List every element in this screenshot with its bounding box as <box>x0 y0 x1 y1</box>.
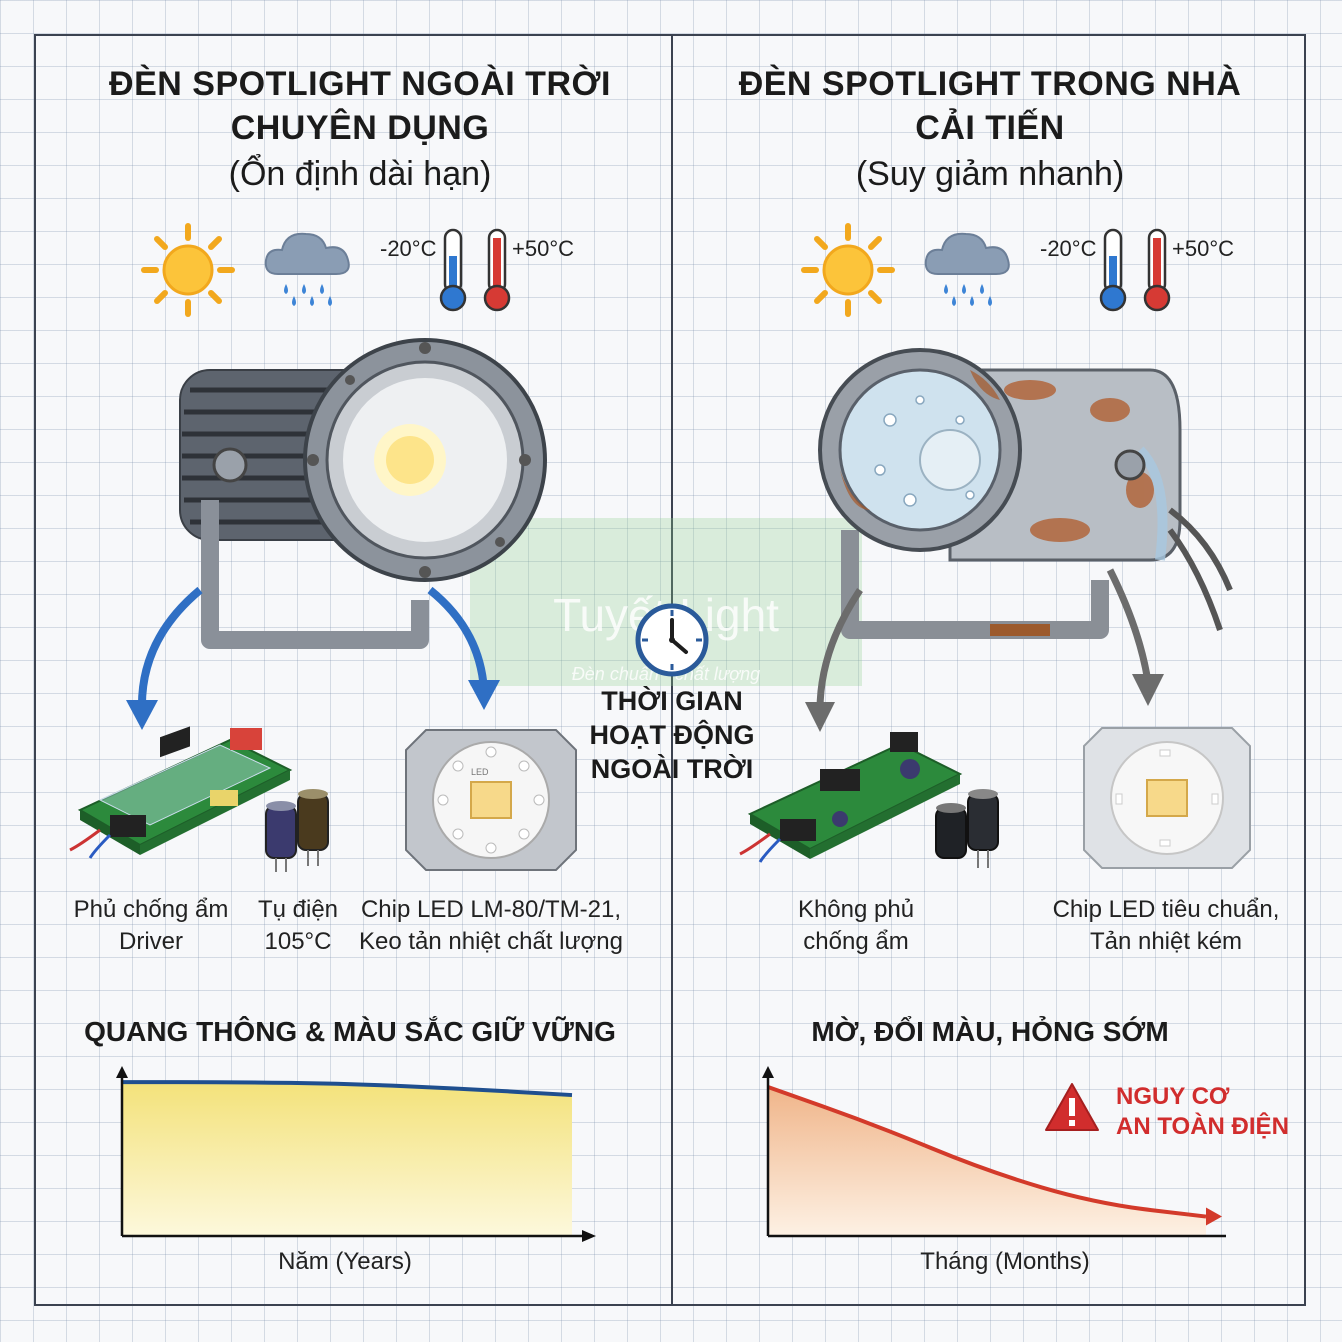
sun-icon <box>801 223 895 317</box>
center-line1: THỜI GIAN <box>601 686 743 716</box>
led-chip-standard <box>1083 727 1251 869</box>
led-chip-quality: LED <box>405 729 577 871</box>
label-capacitor-line1: Tụ điện <box>257 896 339 923</box>
chip-led-mark: LED <box>471 767 489 777</box>
left-title-line2: CHUYÊN DỤNG <box>230 109 490 147</box>
left-subtitle: (Ổn định dài hạn) <box>228 155 492 193</box>
left-title-line1: ĐÈN SPOTLIGHT NGOÀI TRỜI <box>109 65 611 103</box>
degradation-chart <box>762 1066 1226 1238</box>
center-line2: HOẠT ĐỘNG <box>589 720 755 750</box>
left-x-axis-label: Năm (Years) <box>278 1248 412 1275</box>
thermometer-cold-icon <box>1099 228 1127 312</box>
right-subtitle: (Suy giảm nhanh) <box>855 155 1125 193</box>
arrow-to-driver <box>126 586 203 730</box>
indoor-spotlight-illustration <box>818 348 1233 639</box>
left-chart-title: QUANG THÔNG & MÀU SẮC GIỮ VỮNG <box>84 1016 616 1047</box>
right-temp-high: +50°C <box>1172 236 1235 261</box>
luminous-stable-chart <box>116 1066 596 1242</box>
label-chip-line1: Chip LED LM-80/TM-21, <box>360 896 622 923</box>
rain-cloud-icon <box>264 232 350 306</box>
label-driver-line2: Driver <box>119 928 183 955</box>
label-driver-line1: Phủ chống ẩm <box>73 896 229 923</box>
arrow-to-chip-gray <box>1106 568 1164 706</box>
driver-board-uncoated <box>739 732 963 863</box>
thermometer-hot-icon <box>483 228 511 312</box>
arrow-to-driver-gray <box>805 588 863 732</box>
sun-icon <box>141 223 235 317</box>
outdoor-spotlight-illustration <box>179 338 547 649</box>
label-standard-chip-line2: Tản nhiệt kém <box>1089 928 1243 955</box>
left-temp-high: +50°C <box>512 236 575 261</box>
label-capacitor-line2: 105°C <box>264 928 332 955</box>
warning-line2: AN TOÀN ĐIỆN <box>1116 1113 1289 1140</box>
rain-cloud-icon <box>924 232 1010 306</box>
right-temp-low: -20°C <box>1040 236 1097 261</box>
stable-line <box>122 1080 573 1098</box>
label-standard-chip-line1: Chip LED tiêu chuẩn, <box>1052 896 1280 923</box>
thermometer-cold-icon <box>439 228 467 312</box>
driver-board-coated <box>69 726 293 859</box>
comparison-frame <box>34 34 1306 1306</box>
stable-area <box>122 1082 572 1236</box>
decay-arrowhead <box>1206 1207 1222 1226</box>
label-no-coating-line1: Không phủ <box>797 896 915 923</box>
decay-area <box>768 1086 1206 1236</box>
right-x-axis-label: Tháng (Months) <box>920 1248 1090 1275</box>
right-chart-title: MỜ, ĐỔI MÀU, HỎNG SỚM <box>811 1016 1169 1047</box>
warning-icon <box>1045 1083 1099 1131</box>
arrow-to-chip <box>427 586 500 710</box>
clock-icon <box>635 603 709 677</box>
warning-line1: NGUY CƠ <box>1116 1083 1230 1110</box>
right-title-line1: ĐÈN SPOTLIGHT TRONG NHÀ <box>738 65 1242 103</box>
decay-line <box>767 1085 1207 1219</box>
capacitor-105c <box>265 789 329 872</box>
center-line3: NGOÀI TRỜI <box>590 754 754 784</box>
label-no-coating-line2: chống ẩm <box>803 928 909 955</box>
y-axis-arrow <box>762 1066 774 1078</box>
y-axis-arrow <box>116 1066 128 1078</box>
label-chip-line2: Keo tản nhiệt chất lượng <box>359 928 623 955</box>
thermometer-hot-icon <box>1143 228 1171 312</box>
left-temp-low: -20°C <box>380 236 437 261</box>
right-title-line2: CẢI TIẾN <box>915 109 1065 147</box>
capacitor-standard <box>935 789 999 868</box>
x-axis-arrow <box>582 1230 596 1242</box>
